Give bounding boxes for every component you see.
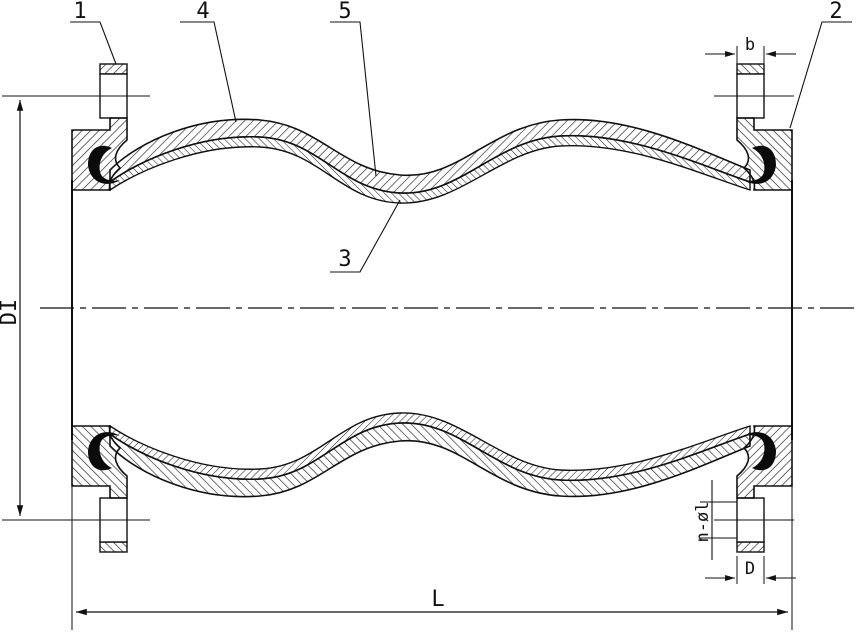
part-label-4: 4: [196, 0, 209, 24]
leader-part-4: 4: [180, 0, 237, 123]
flange-top-left: [71, 63, 128, 191]
bolt-hole-label: n-øl: [693, 502, 713, 543]
part-label-2: 2: [829, 0, 842, 24]
part-label-1: 1: [73, 0, 86, 24]
leader-part-2: 2: [789, 0, 852, 129]
flange-top-right: [736, 63, 793, 191]
d-label: D: [745, 559, 755, 579]
lower-bellows-wall: [109, 412, 751, 498]
leader-part-5: 5: [330, 0, 377, 177]
b-label: b: [745, 35, 755, 55]
bead-top-left: [88, 145, 120, 184]
part-label-3: 3: [338, 247, 351, 272]
upper-bellows-wall: [109, 118, 751, 204]
part-label-5: 5: [338, 0, 351, 24]
di-label: DI: [0, 299, 22, 326]
leader-part-3: 3: [330, 199, 401, 273]
l-label: L: [431, 587, 444, 612]
leader-part-1: 1: [70, 0, 117, 65]
upper-bellows-inner-layer: [109, 134, 751, 204]
